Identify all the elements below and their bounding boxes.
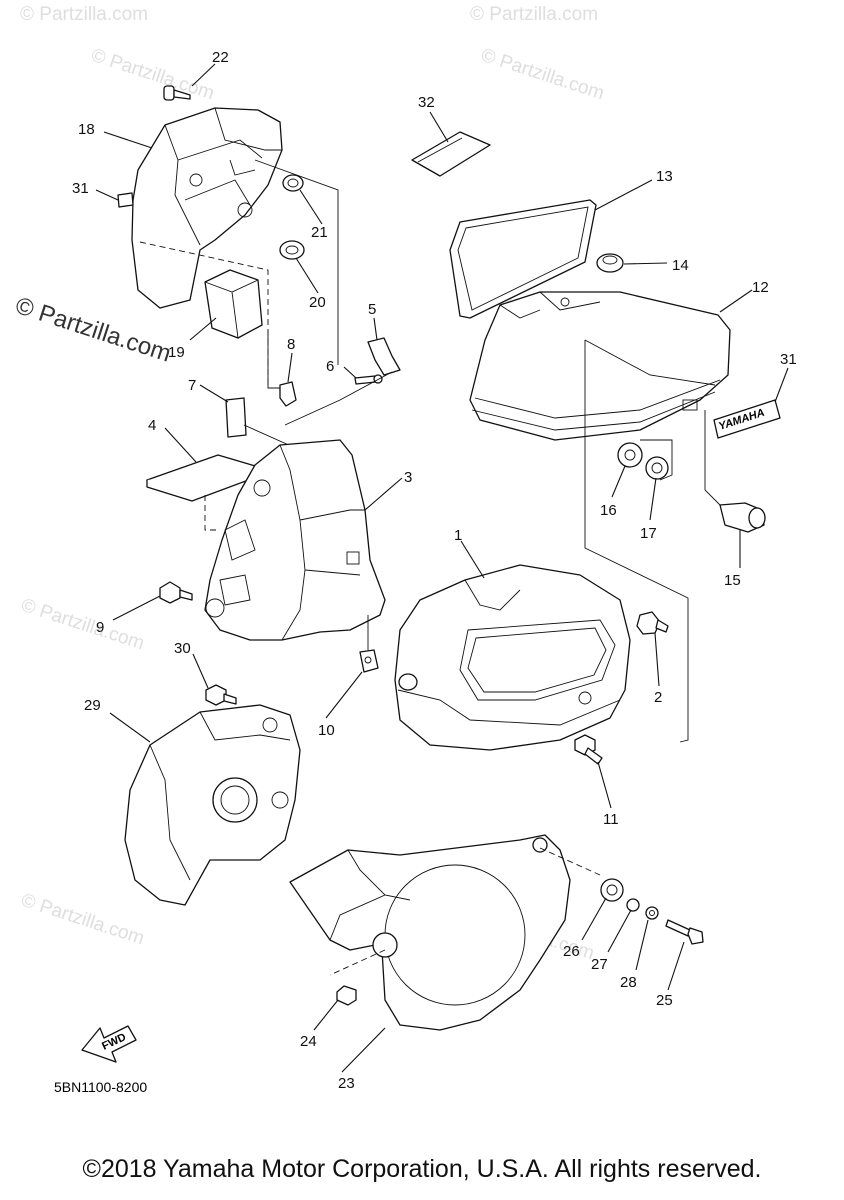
watermark: © Partzilla.com [470, 4, 598, 25]
part-17-grommet [645, 456, 669, 480]
part-number: 11 [603, 811, 619, 828]
part-number: 8 [287, 336, 295, 353]
part-number: 25 [656, 992, 673, 1009]
part-number: 4 [148, 417, 156, 434]
part-12-tank-cover [469, 291, 731, 441]
part-number: 17 [640, 525, 657, 542]
fwd-arrow-icon: FWD [81, 1025, 137, 1063]
leader-lines [95, 63, 789, 1073]
part-23-cover [289, 834, 571, 1031]
watermark: © Partzilla.com [18, 595, 146, 655]
part-20-grommet [279, 240, 305, 260]
part-27-collar [626, 898, 640, 912]
part-number: 16 [600, 502, 617, 519]
part-30-bolt [205, 684, 237, 706]
part-number: 10 [318, 722, 335, 739]
part-number: 28 [620, 974, 637, 991]
part-number: 7 [188, 377, 196, 394]
part-15-lock [704, 410, 766, 533]
part-number: 18 [78, 121, 95, 138]
part-9-bolt [159, 581, 193, 604]
part-18-cover [131, 107, 283, 309]
part-number: 30 [174, 640, 191, 657]
watermark-main: © Partzilla.com [12, 292, 174, 368]
part-21-grommet [282, 174, 304, 192]
part-28-washer [645, 906, 659, 920]
part-number: 2 [654, 689, 662, 706]
part-16-nut [617, 442, 643, 468]
part-5-clip [367, 337, 401, 376]
part-3-box [204, 439, 386, 641]
part-31-label-left [117, 192, 134, 208]
part-29-cover [124, 704, 301, 906]
part-number: 6 [326, 358, 334, 375]
part-number: 3 [404, 469, 412, 486]
part-number: 31 [72, 180, 89, 197]
part-1-airbox [394, 564, 631, 751]
watermark: © Partzilla.com [88, 45, 216, 105]
part-number: 1 [454, 527, 462, 544]
watermark: © Partzilla.com [18, 890, 146, 950]
part-7-sponge [225, 397, 247, 438]
part-number: 20 [309, 294, 326, 311]
part-number: 32 [418, 94, 435, 111]
part-19-sponge [204, 269, 263, 339]
part-10-clip [359, 649, 379, 673]
part-number: 12 [752, 279, 769, 296]
part-32-pad [411, 131, 491, 177]
part-number: 13 [656, 168, 673, 185]
part-number: 9 [96, 619, 104, 636]
part-11-bolt [574, 734, 603, 765]
part-22-screw [163, 85, 191, 101]
part-number: 19 [168, 344, 185, 361]
part-2-bolt [636, 611, 669, 635]
part-26-grommet [600, 878, 624, 902]
diagram-code: 5BN1100-8200 [54, 1079, 147, 1095]
part-8-clip [279, 381, 297, 407]
part-6-rivet [354, 374, 383, 385]
part-25-bolt [665, 919, 704, 945]
part-number: 15 [724, 572, 741, 589]
watermark: © Partzilla.com [478, 45, 606, 105]
part-number: 14 [672, 257, 689, 274]
part-number: 21 [311, 224, 328, 241]
watermark: © Partzilla.com [20, 4, 148, 25]
part-number: 31 [780, 351, 797, 368]
part-number: 22 [212, 49, 229, 66]
part-number: 29 [84, 697, 101, 714]
copyright-footer: ©2018 Yamaha Motor Corporation, U.S.A. A… [82, 1155, 762, 1183]
part-number: 23 [338, 1075, 355, 1092]
part-number: 5 [368, 301, 376, 318]
part-number: 27 [591, 956, 608, 973]
part-14-grommet [596, 253, 624, 273]
part-31-yamaha-decal: YAMAHA [713, 399, 781, 439]
part-number: 26 [563, 943, 580, 960]
part-number: 24 [300, 1033, 317, 1050]
part-24-bolt [336, 985, 357, 1006]
part-13-panel [449, 199, 597, 319]
part-number-labels: 22 18 31 21 20 19 32 13 14 12 31 5 6 8 7… [72, 49, 797, 1092]
